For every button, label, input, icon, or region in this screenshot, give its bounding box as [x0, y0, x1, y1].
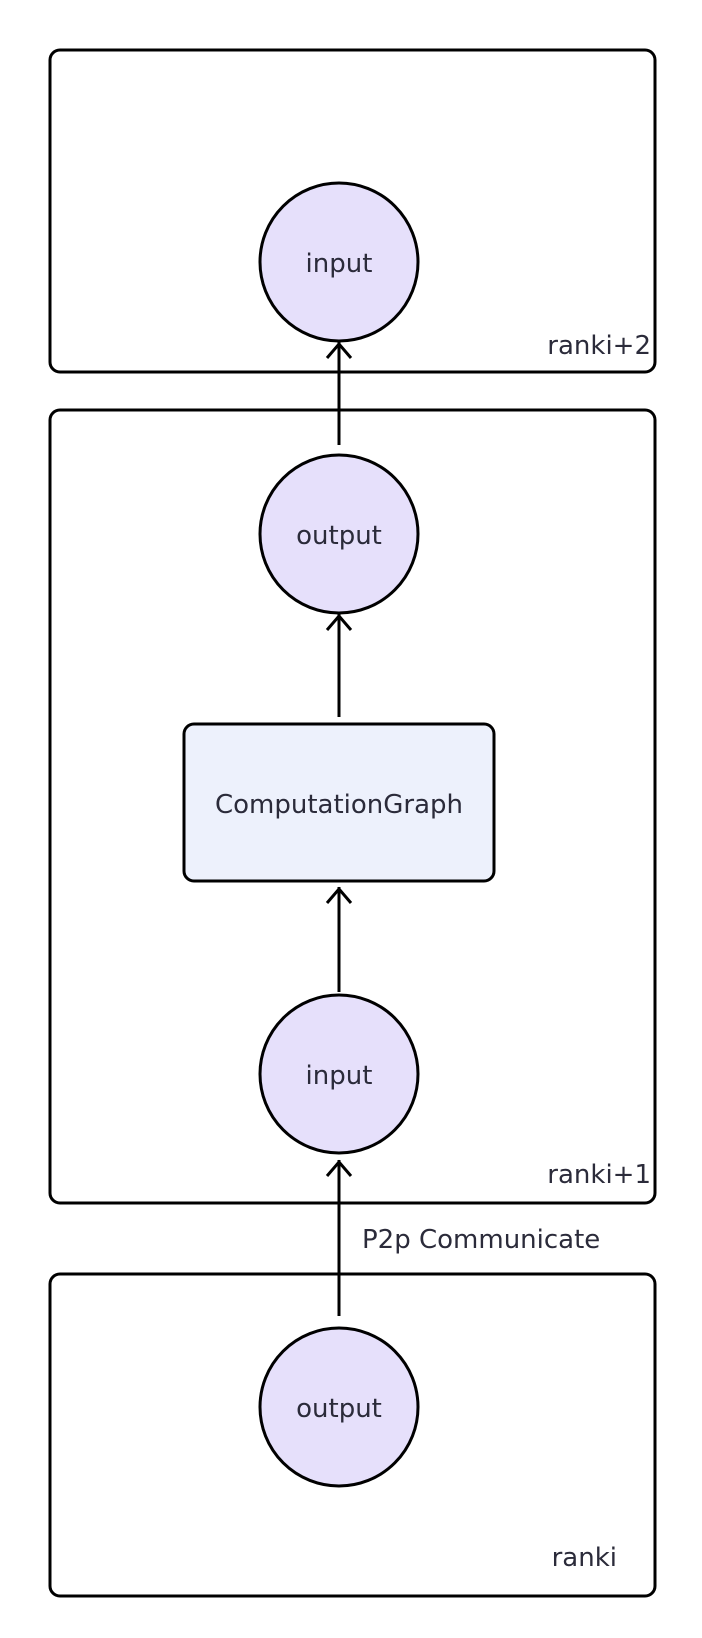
node-computation-graph: ComputationGraph: [182, 722, 496, 883]
node-top-input-label: input: [306, 249, 373, 279]
node-bottom-output: output: [258, 1326, 420, 1488]
edge-p2p-communicate: [325, 1159, 353, 1316]
node-mid-output-label: output: [296, 521, 382, 551]
node-computation-graph-label: ComputationGraph: [215, 790, 463, 820]
node-mid-input: input: [258, 993, 420, 1155]
node-mid-output: output: [258, 453, 420, 615]
group-label-rank-i-plus-1: ranki+1: [547, 1160, 651, 1190]
edge-graph-to-mid-output: [325, 613, 353, 717]
edge-mid-output-to-top-input: [325, 341, 353, 445]
edge-label-p2p-communicate: P2p Communicate: [362, 1225, 600, 1255]
group-label-rank-i-plus-2: ranki+2: [547, 331, 651, 361]
node-mid-input-label: input: [306, 1061, 373, 1091]
group-label-rank-i: ranki: [552, 1543, 617, 1573]
node-bottom-output-label: output: [296, 1394, 382, 1424]
edge-mid-input-to-graph: [325, 886, 353, 992]
node-top-input: input: [258, 181, 420, 343]
